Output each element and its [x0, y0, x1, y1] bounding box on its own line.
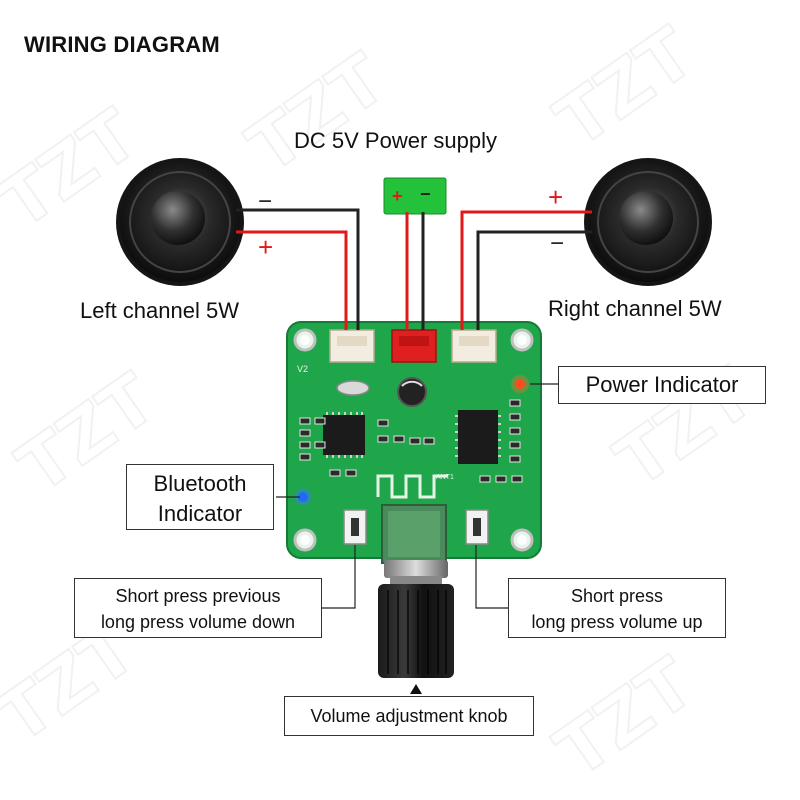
svg-text:TZT: TZT	[541, 642, 708, 793]
supply-plus-sign: +	[392, 186, 403, 206]
antenna-label: ANT1	[436, 474, 454, 481]
page-title: WIRING DIAGRAM	[24, 32, 220, 57]
svg-text:TZT: TZT	[541, 12, 708, 163]
antenna-trace	[376, 474, 448, 499]
callout-leaders	[276, 383, 558, 609]
previous-callout-line1: Short press previous	[115, 586, 281, 606]
right-plus-sign: +	[548, 182, 564, 212]
bluetooth-indicator-callout: Bluetooth Indicator	[126, 464, 274, 530]
power-supply-label: DC 5V Power supply	[294, 128, 497, 153]
volume-knob-label: Volume adjustment knob	[310, 706, 508, 726]
next-button-callout: Short press long press volume up	[508, 578, 726, 638]
supply-minus-sign: −	[420, 184, 431, 204]
amplifier-board	[286, 321, 542, 564]
right-speaker	[584, 158, 712, 286]
right-speaker-wires	[460, 210, 592, 330]
next-callout-line1: Short press	[570, 586, 664, 606]
previous-button-callout: Short press previous long press volume d…	[74, 578, 322, 638]
left-minus-sign: −	[258, 188, 273, 215]
next-callout-line2: long press volume up	[531, 612, 703, 632]
dc-supply-box	[383, 177, 447, 215]
volume-knob-callout: Volume adjustment knob	[284, 696, 534, 736]
power-indicator-label: Power Indicator	[585, 372, 739, 397]
bluetooth-led	[298, 492, 308, 502]
left-speaker	[116, 158, 244, 286]
left-plus-sign: +	[258, 232, 274, 262]
right-minus-sign: −	[550, 230, 565, 257]
bluetooth-indicator-line2: Indicator	[157, 501, 243, 526]
left-channel-label: Left channel 5W	[80, 298, 239, 323]
power-wires	[405, 212, 425, 330]
volume-knob	[378, 560, 454, 694]
right-channel-label: Right channel 5W	[548, 296, 722, 321]
board-version: V2	[297, 364, 309, 374]
previous-callout-line2: long press volume down	[100, 612, 296, 632]
svg-text:TZT: TZT	[233, 38, 400, 189]
power-indicator-callout: Power Indicator	[558, 366, 766, 404]
left-speaker-wires	[236, 208, 360, 330]
bluetooth-indicator-line1: Bluetooth	[153, 471, 247, 496]
power-led	[515, 379, 525, 389]
